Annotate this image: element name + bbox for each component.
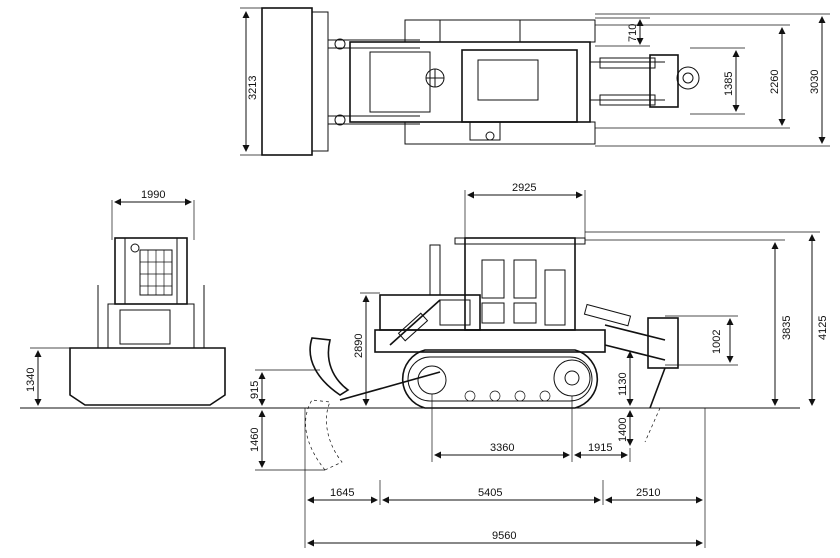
top-view: 3213 710 1385 2260 3030 <box>240 7 830 156</box>
dim-ripper-depth: 1400 <box>617 418 629 442</box>
dim-top-3030: 3030 <box>809 70 821 94</box>
dim-front-width: 1990 <box>141 189 165 201</box>
front-view-blade <box>69 347 226 406</box>
dim-blade-depth: 1460 <box>249 428 261 452</box>
dim-cab-length: 2925 <box>512 182 536 194</box>
top-view-track-upper <box>404 19 596 43</box>
dim-front-1645: 1645 <box>330 487 354 499</box>
dim-rear-1915: 1915 <box>588 442 612 454</box>
top-view-ripper <box>649 54 679 108</box>
dim-top-1385: 1385 <box>723 72 735 96</box>
dim-overall-9560: 9560 <box>492 530 516 542</box>
dim-front-blade-height: 1340 <box>25 368 37 392</box>
dim-track-length: 3360 <box>490 442 514 454</box>
dim-ripper-clearance: 1130 <box>617 372 629 396</box>
dim-top-2260: 2260 <box>769 70 781 94</box>
front-view: 1990 1340 <box>25 189 226 409</box>
top-view-blade <box>261 7 313 156</box>
dim-top-blade-width: 3213 <box>247 76 259 100</box>
dim-blade-lift: 2890 <box>353 334 365 358</box>
side-view-blade <box>309 337 350 396</box>
side-view: 2925 1002 3835 4125 2890 915 1460 1130 1… <box>249 182 829 548</box>
dim-top-710: 710 <box>627 24 639 42</box>
dim-ripper-1002: 1002 <box>711 330 723 354</box>
dim-height-3835: 3835 <box>781 316 793 340</box>
dim-blade-drop: 915 <box>249 381 261 399</box>
top-view-body <box>349 41 591 123</box>
top-view-cab <box>461 49 578 123</box>
side-view-ripper <box>647 317 679 369</box>
dim-height-4125: 4125 <box>817 316 829 340</box>
dim-base-5405: 5405 <box>478 487 502 499</box>
side-view-track <box>401 349 599 409</box>
dim-rear-2510: 2510 <box>636 487 660 499</box>
side-view-body <box>374 329 606 353</box>
